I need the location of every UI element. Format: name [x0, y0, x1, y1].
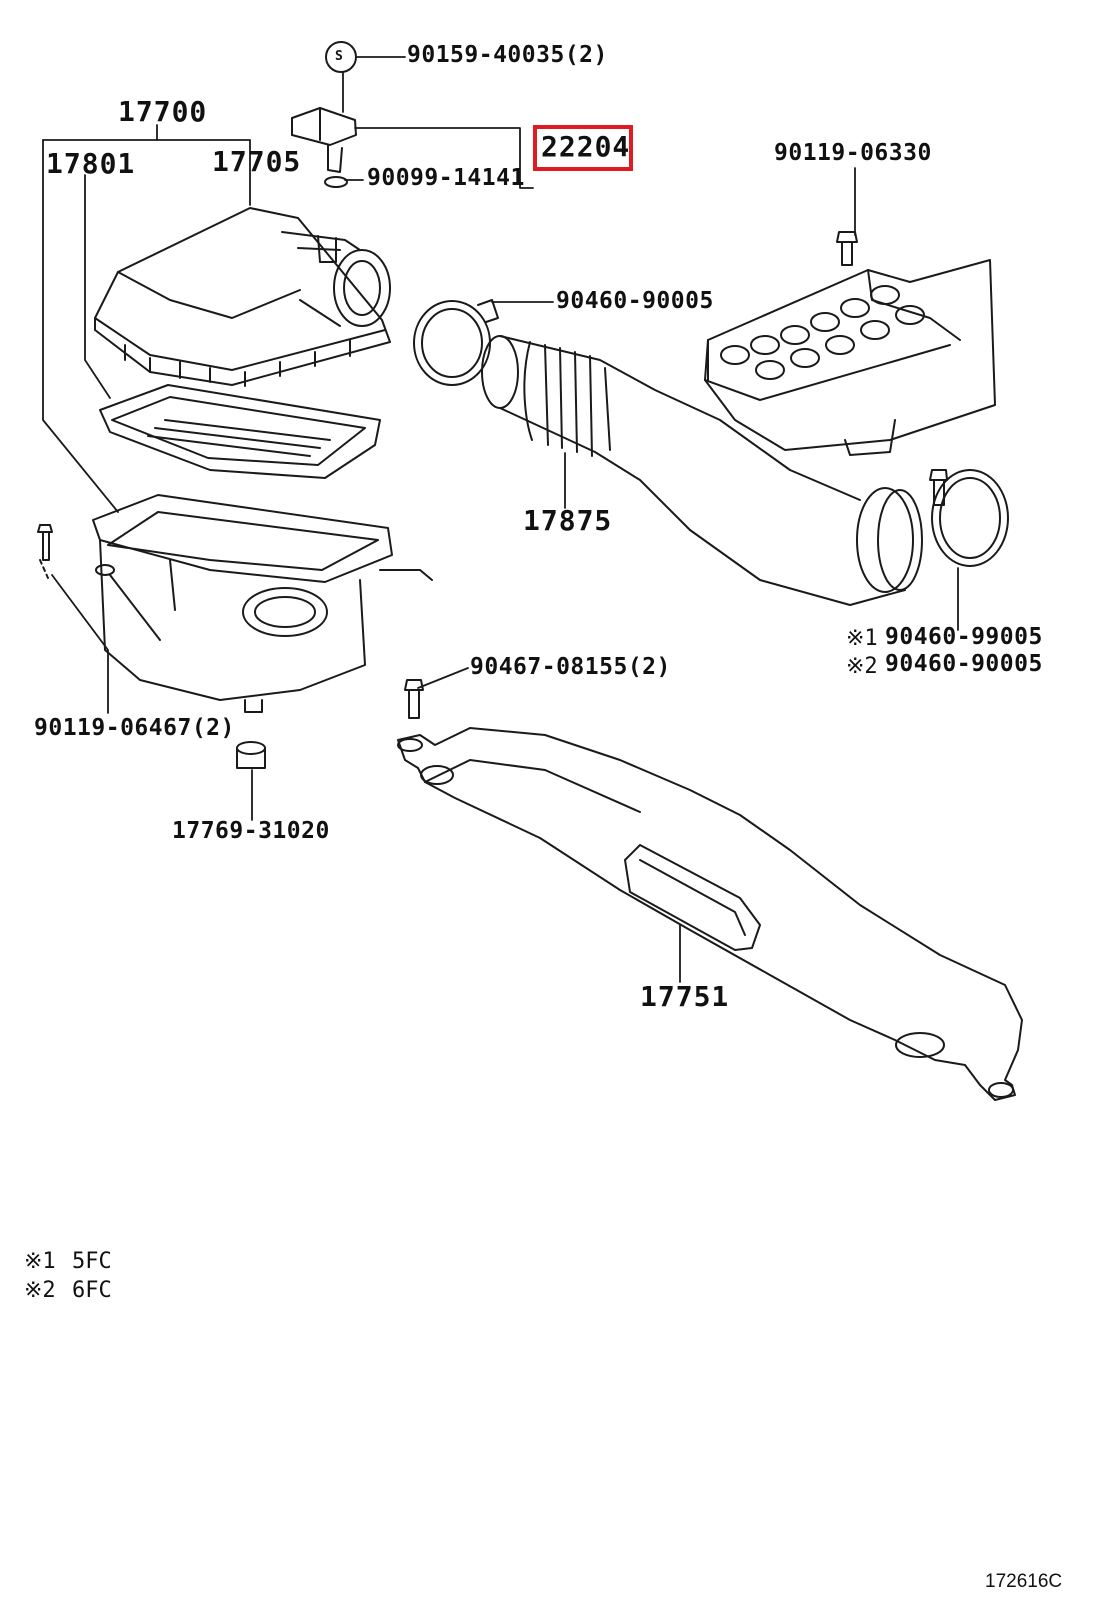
part-label-clamp-option-1: 90460-99005	[885, 624, 1043, 650]
air-flow-meter-drawing	[291, 107, 357, 188]
part-label-grommet: 17769-31020	[172, 818, 330, 844]
lower-clamp-drawing	[931, 469, 1009, 567]
part-label-inlet-bolts: 90467-08155(2)	[470, 654, 671, 680]
option-1-marker: ※1	[846, 626, 878, 651]
part-label-air-cleaner-cap: 17705	[212, 145, 302, 178]
part-label-bracket-bolt: 90119-06330	[774, 140, 932, 166]
part-label-sensor-screw: 90159-40035(2)	[407, 42, 608, 68]
resonator-drawing	[704, 259, 996, 456]
leader-lines	[42, 56, 959, 983]
air-cleaner-cap-drawing	[94, 207, 391, 387]
bolt-drawings	[37, 231, 948, 719]
part-label-hose-clamp-upper: 90460-90005	[556, 288, 714, 314]
filter-element-drawing	[99, 384, 381, 479]
part-label-air-inlet-duct: 17751	[640, 980, 730, 1013]
air-inlet-duct-drawing	[397, 727, 1023, 1101]
option-2-marker: ※2	[846, 654, 878, 679]
screw-symbol-letter: S	[335, 49, 343, 64]
part-label-air-cleaner-assy: 17700	[118, 95, 208, 128]
legend-code-2: 6FC	[72, 1278, 112, 1303]
part-label-intake-hose: 17875	[523, 504, 613, 537]
air-cleaner-case-drawing	[92, 494, 433, 713]
part-label-air-cleaner-element: 17801	[46, 147, 136, 180]
highlight-box	[533, 125, 633, 171]
intake-hose-drawing	[481, 335, 923, 606]
diagram-code: 172616C	[985, 1571, 1063, 1592]
grommet-drawing	[236, 741, 266, 769]
upper-clamp-drawing	[413, 299, 499, 386]
legend-marker-1: ※1	[24, 1249, 56, 1274]
part-label-clamp-option-2: 90460-90005	[885, 651, 1043, 677]
legend-code-1: 5FC	[72, 1249, 112, 1274]
part-label-o-ring: 90099-14141	[367, 165, 525, 191]
legend-marker-2: ※2	[24, 1278, 56, 1303]
part-label-air-flow-meter: 22204	[541, 130, 631, 163]
screw-symbol	[325, 41, 357, 73]
part-label-case-bolts: 90119-06467(2)	[34, 715, 235, 741]
